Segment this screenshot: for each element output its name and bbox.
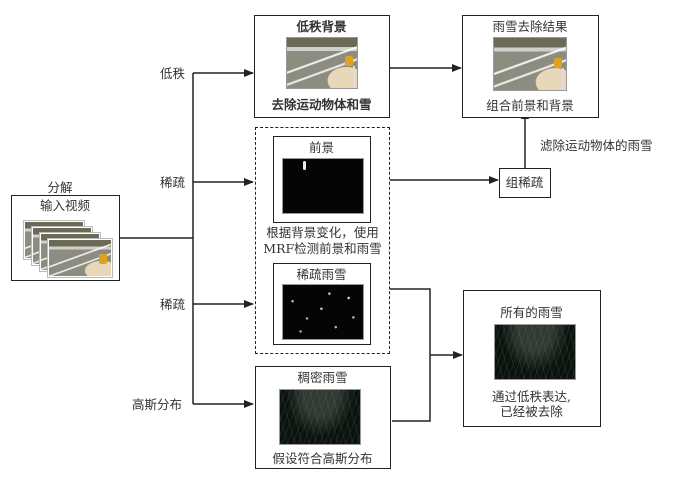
result-image: [493, 37, 567, 91]
all-rain-box: 所有的雨雪 通过低秩表达, 已经被去除: [463, 290, 601, 427]
foreground-image: [282, 158, 364, 214]
all-rain-caption-2: 已经被去除: [500, 404, 563, 419]
foreground-title: 前景: [308, 140, 334, 155]
input-video-box: 输入视频: [11, 195, 120, 281]
sparse-rain-merge-line: [390, 288, 431, 422]
input-video-title: 输入视频: [39, 198, 90, 213]
sparse-detection-group: [255, 127, 390, 354]
foreground-caption-2: MRF检测前景和雨雪: [263, 241, 382, 256]
group-sparse-label: 组稀疏: [505, 175, 544, 190]
branch-label-sparse-1: 稀疏: [160, 175, 186, 190]
all-rain-title: 所有的雨雪: [500, 305, 563, 320]
all-rain-image: [494, 324, 576, 380]
sparse-rain-image: [282, 284, 364, 340]
low-rank-caption: 去除运动物体和雪: [271, 97, 372, 112]
sparse-rain-title: 稀疏雨雪: [296, 267, 347, 282]
result-caption: 组合前景和背景: [486, 98, 574, 113]
low-rank-title: 低秩背景: [296, 19, 347, 34]
branch-label-sparse-2: 稀疏: [160, 297, 186, 312]
all-rain-caption-1: 通过低秩表达,: [492, 389, 571, 404]
result-title: 雨雪去除结果: [492, 19, 568, 34]
low-rank-background-image: [286, 37, 358, 89]
dense-rain-title: 稠密雨雪: [297, 370, 348, 385]
dense-rain-box: 稠密雨雪 假设符合高斯分布: [255, 366, 391, 469]
decompose-heading: 分解: [47, 180, 73, 195]
dense-rain-caption: 假设符合高斯分布: [272, 451, 373, 466]
video-frame-4: [48, 239, 112, 277]
branch-label-gaussian: 高斯分布: [132, 397, 183, 412]
group-sparse-box: 组稀疏: [499, 168, 551, 198]
foreground-caption-1: 根据背景变化，使用: [266, 225, 379, 240]
dense-rain-image: [279, 389, 361, 445]
branch-label-low-rank: 低秩: [160, 66, 186, 81]
foreground-box: 前景: [273, 136, 371, 223]
low-rank-background-box: 低秩背景 去除运动物体和雪: [254, 15, 390, 118]
rain-removal-result-box: 雨雪去除结果 组合前景和背景: [462, 15, 599, 118]
group-sparse-note: 滤除运动物体的雨雪: [540, 138, 653, 153]
sparse-rain-box: 稀疏雨雪: [273, 263, 371, 345]
